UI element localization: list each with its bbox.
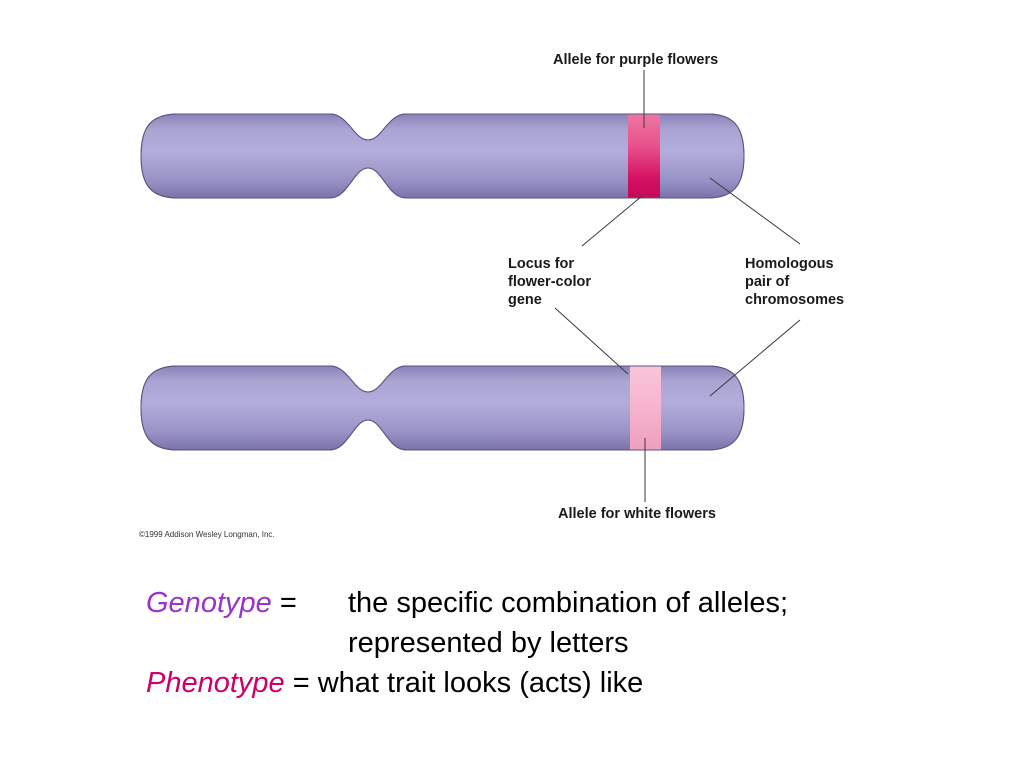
chromosome-top — [140, 113, 745, 199]
genotype-definition-line-1: the specific combination of alleles; — [348, 587, 789, 619]
definitions: Genotype = the specific combination of a… — [146, 583, 788, 703]
label-locus-line-2: flower-color — [508, 274, 591, 290]
label-homologous-line-3: chromosomes — [745, 292, 844, 308]
chromosome-diagram: Allele for purple flowers Locus for flow… — [139, 52, 844, 539]
phenotype-definition: = what trait looks (acts) like — [284, 667, 644, 699]
label-homologous-line-1: Homologous — [745, 256, 834, 272]
leader-homologous-top — [709, 177, 801, 245]
copyright-notice: ©1999 Addison Wesley Longman, Inc. — [139, 530, 275, 539]
genotype-equals: = — [271, 587, 297, 619]
label-allele-purple: Allele for purple flowers — [553, 52, 718, 68]
leader-homologous-bottom — [709, 319, 801, 397]
label-locus-line-3: gene — [508, 292, 542, 308]
genotype-definition-line-2: represented by letters — [348, 627, 629, 659]
genotype-row: Genotype = the specific combination of a… — [146, 583, 788, 623]
leader-locus-top — [581, 195, 643, 247]
genotype-row-2: represented by letters — [146, 623, 643, 663]
label-homologous-line-2: pair of — [745, 274, 789, 290]
leader-locus-bottom — [554, 307, 629, 375]
phenotype-term: Phenotype — [146, 667, 285, 699]
chromosome-bottom — [140, 365, 745, 451]
label-homologous: Homologous pair of chromosomes — [745, 256, 844, 308]
genotype-term: Genotype — [146, 587, 272, 619]
allele-band-white — [630, 366, 661, 450]
label-locus: Locus for flower-color gene — [508, 256, 595, 308]
label-locus-line-1: Locus for — [508, 256, 574, 272]
phenotype-row: Phenotype = what trait looks (acts) like — [146, 663, 643, 703]
leader-lines — [554, 70, 801, 502]
label-allele-white: Allele for white flowers — [558, 506, 716, 522]
